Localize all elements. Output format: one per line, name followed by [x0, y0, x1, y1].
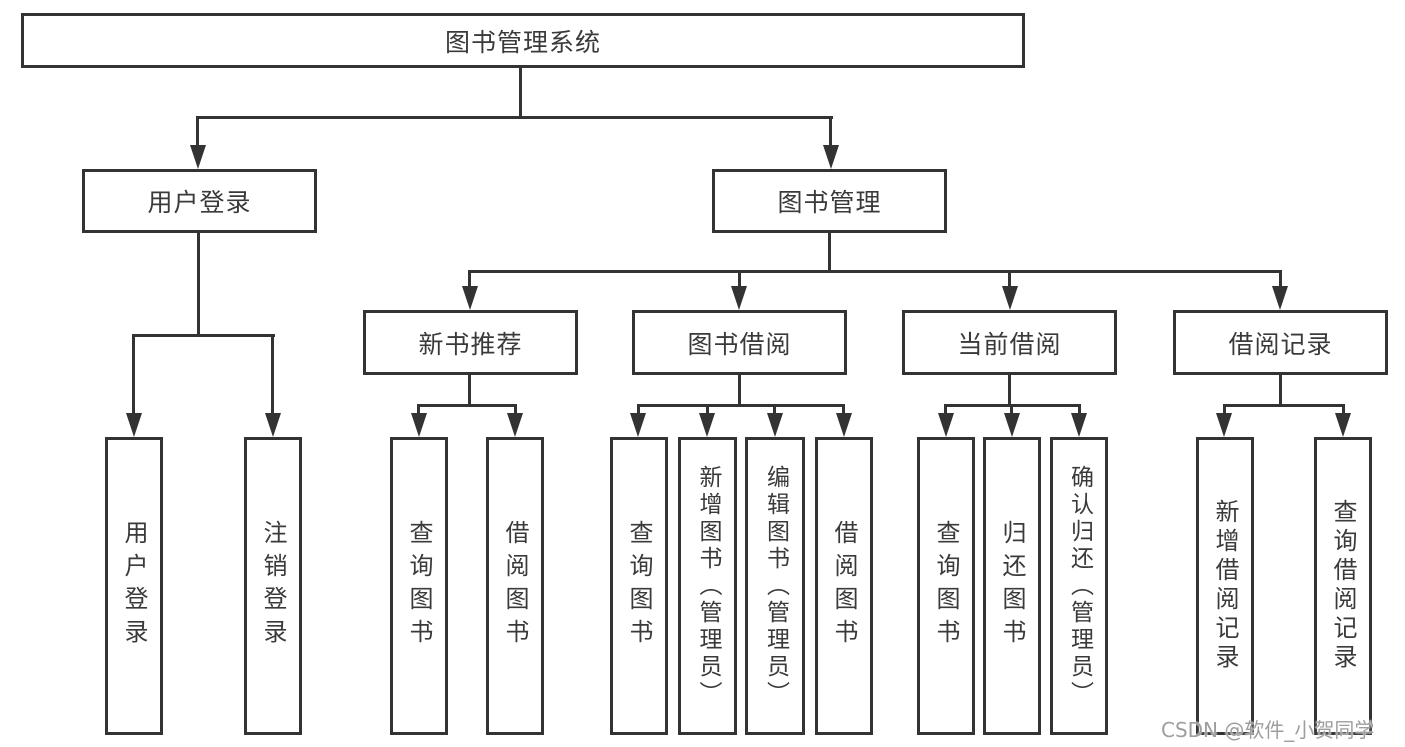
- arrowhead-bb-leaf3: [767, 413, 783, 437]
- leaf-nb-borrow-books: 借阅图书: [486, 437, 544, 735]
- edge-bb-leaf1: [637, 404, 640, 416]
- edge-to-book-mgmt: [829, 116, 832, 149]
- leaf-logout: 注销登录: [244, 437, 302, 735]
- arrowhead-leaf-login: [126, 413, 142, 437]
- edge-nb-stem: [468, 375, 471, 407]
- edge-br-leaf2: [1342, 404, 1345, 416]
- arrowhead-cb-leaf2: [1004, 413, 1020, 437]
- edge-cb-stem: [1008, 375, 1011, 407]
- edge-book-mgmt-stem: [828, 233, 831, 273]
- node-new-book-recommend: 新书推荐: [363, 310, 578, 375]
- edge-root-stem: [519, 68, 522, 118]
- node-user-login-label: 用户登录: [147, 188, 252, 217]
- edge-br-bar: [1223, 404, 1345, 407]
- leaf-br-query-record-label: 查询借阅记录: [1329, 499, 1357, 673]
- node-current-borrowing: 当前借阅: [902, 310, 1117, 375]
- edge-nb-leaf1: [417, 404, 420, 416]
- arrowhead-book-mgmt: [823, 145, 839, 169]
- arrowhead-current-borrow: [1002, 286, 1018, 310]
- arrowhead-nb-leaf1: [411, 413, 427, 437]
- edge-to-leaf-login: [132, 334, 135, 416]
- arrowhead-nb-leaf2: [507, 413, 523, 437]
- leaf-user-login: 用户登录: [105, 437, 163, 735]
- leaf-bb-add-books-admin: 新增图书（管理员）: [678, 437, 737, 735]
- node-book-management-label: 图书管理: [777, 188, 882, 217]
- leaf-cb-confirm-return-admin: 确认归还（管理员）: [1050, 437, 1108, 735]
- csdn-watermark: CSDN @软件_小贺同学: [1161, 718, 1375, 742]
- arrowhead-user-login: [190, 145, 206, 169]
- arrowhead-cb-leaf1: [938, 413, 954, 437]
- edge-bb-leaf4: [842, 404, 845, 416]
- edge-bb-bar: [637, 404, 845, 407]
- edge-to-borrow-records: [1279, 270, 1282, 288]
- edge-br-leaf1: [1223, 404, 1226, 416]
- node-borrowing-records-label: 借阅记录: [1228, 329, 1333, 359]
- edge-to-user-login: [196, 116, 199, 149]
- leaf-cb-query-books: 查询图书: [917, 437, 975, 735]
- edge-book-mgmt-bar: [468, 270, 1282, 273]
- arrowhead-bb-leaf2: [699, 413, 715, 437]
- leaf-br-add-record-label: 新增借阅记录: [1211, 499, 1239, 673]
- leaf-cb-confirm-return-admin-label: 确认归还（管理员）: [1066, 464, 1093, 708]
- leaf-user-login-label: 用户登录: [120, 520, 148, 652]
- edge-cb-leaf3: [1078, 404, 1081, 416]
- leaf-bb-query-books: 查询图书: [610, 437, 668, 735]
- leaf-nb-borrow-books-label: 借阅图书: [501, 520, 529, 652]
- leaf-bb-add-books-admin-label: 新增图书（管理员）: [695, 464, 721, 708]
- arrowhead-leaf-logout: [265, 413, 281, 437]
- edge-to-leaf-logout: [271, 334, 274, 416]
- node-book-borrowing: 图书借阅: [632, 310, 847, 375]
- edge-nb-leaf2: [514, 404, 517, 416]
- arrowhead-br-leaf2: [1335, 413, 1351, 437]
- leaf-nb-query-books-label: 查询图书: [405, 520, 433, 652]
- node-root-label: 图书管理系统: [444, 27, 601, 57]
- edge-to-book-borrow: [738, 270, 741, 288]
- leaf-br-query-record: 查询借阅记录: [1314, 437, 1372, 735]
- leaf-bb-borrow-books: 借阅图书: [815, 437, 873, 735]
- leaf-bb-edit-books-admin-label: 编辑图书（管理员）: [762, 464, 789, 708]
- arrowhead-bb-leaf4: [836, 413, 852, 437]
- node-root: 图书管理系统: [21, 13, 1025, 68]
- arrowhead-book-borrow: [731, 286, 747, 310]
- leaf-cb-query-books-label: 查询图书: [932, 520, 960, 652]
- edge-br-stem: [1279, 375, 1282, 407]
- edge-bb-stem: [738, 375, 741, 407]
- node-current-borrowing-label: 当前借阅: [957, 329, 1062, 359]
- arrowhead-borrow-records: [1272, 286, 1288, 310]
- edge-user-login-stem: [197, 233, 200, 337]
- edge-cb-leaf1: [944, 404, 947, 416]
- leaf-cb-return-books: 归还图书: [983, 437, 1041, 735]
- arrowhead-bb-leaf1: [630, 413, 646, 437]
- leaf-logout-label: 注销登录: [259, 520, 287, 652]
- leaf-bb-borrow-books-label: 借阅图书: [830, 520, 858, 652]
- leaf-bb-edit-books-admin: 编辑图书（管理员）: [745, 437, 805, 735]
- node-book-borrowing-label: 图书借阅: [687, 329, 792, 359]
- edge-user-login-bar: [132, 334, 275, 337]
- arrowhead-cb-leaf3: [1071, 413, 1087, 437]
- leaf-br-add-record: 新增借阅记录: [1196, 437, 1254, 735]
- node-user-login: 用户登录: [82, 169, 317, 233]
- edge-bb-leaf2: [706, 404, 709, 416]
- arrowhead-new-books: [462, 286, 478, 310]
- leaf-nb-query-books: 查询图书: [390, 437, 448, 735]
- node-book-management: 图书管理: [712, 169, 947, 233]
- edge-to-new-books: [468, 270, 471, 288]
- node-new-book-recommend-label: 新书推荐: [418, 329, 523, 359]
- node-borrowing-records: 借阅记录: [1173, 310, 1388, 375]
- arrowhead-br-leaf1: [1216, 413, 1232, 437]
- leaf-cb-return-books-label: 归还图书: [998, 520, 1026, 652]
- edge-to-current-borrow: [1008, 270, 1011, 288]
- edge-root-bar: [196, 116, 833, 119]
- edge-cb-leaf2: [1010, 404, 1013, 416]
- leaf-bb-query-books-label: 查询图书: [625, 520, 653, 652]
- edge-bb-leaf3: [773, 404, 776, 416]
- edge-nb-bar: [417, 404, 517, 407]
